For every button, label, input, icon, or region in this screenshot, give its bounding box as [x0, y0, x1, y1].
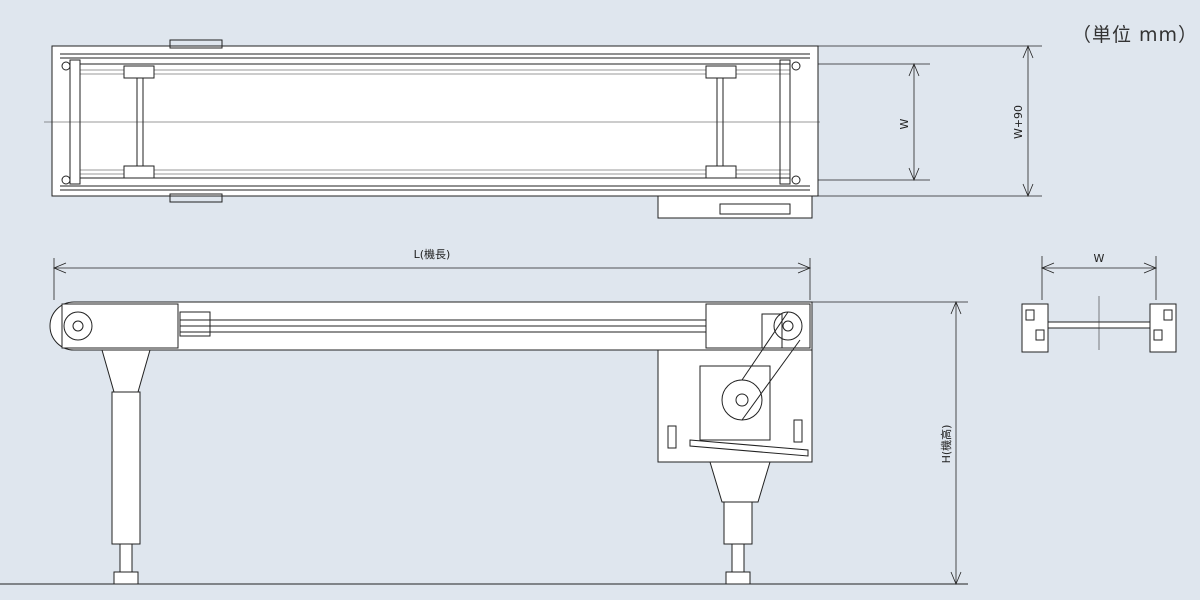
- dim-w-top: W: [898, 118, 911, 129]
- left-leg: [111, 391, 141, 545]
- side-view: L(機長): [0, 247, 968, 586]
- left-pulley: [63, 311, 93, 341]
- plan-view: W W+90: [44, 39, 1042, 219]
- dim-w-side: W: [1094, 252, 1105, 265]
- plan-belt: [79, 63, 791, 179]
- end-view: W: [1021, 252, 1177, 353]
- unit-label: （単位 mm）: [1072, 24, 1199, 46]
- dim-w-plus-90: W+90: [1012, 105, 1025, 139]
- dim-height: H(機高): [939, 425, 953, 464]
- plan-motor-box: [657, 195, 813, 219]
- dim-length: L(機長): [414, 247, 451, 261]
- right-leg: [723, 501, 753, 545]
